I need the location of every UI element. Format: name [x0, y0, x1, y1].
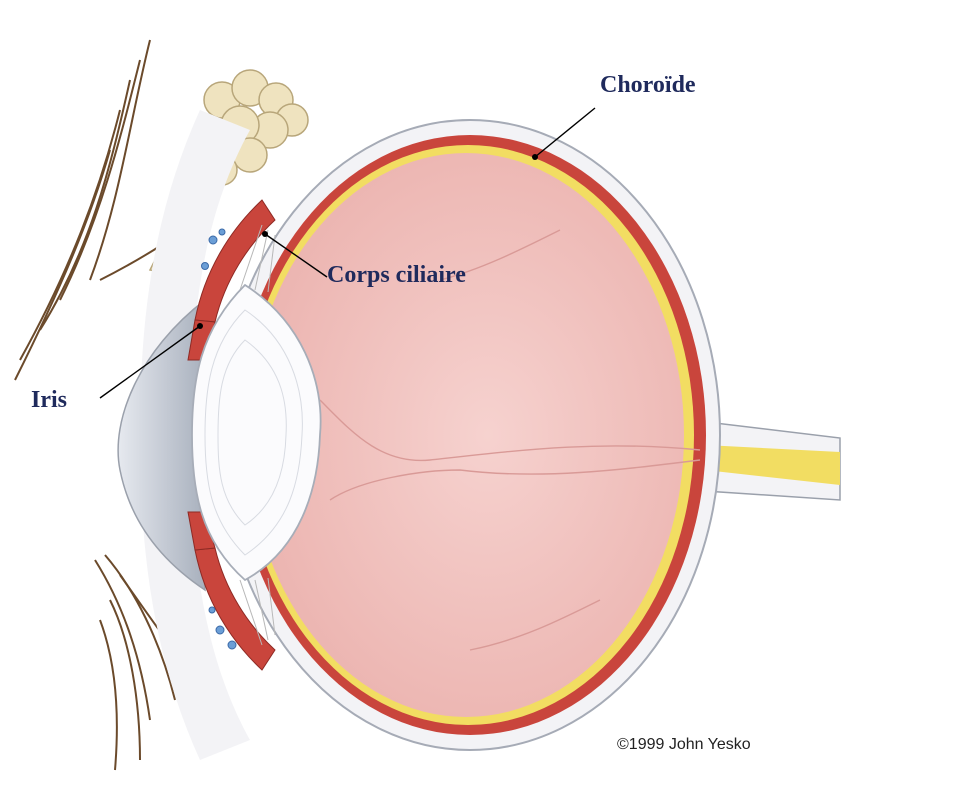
iris-dot — [197, 323, 203, 329]
optic-nerve — [689, 419, 841, 501]
choroide-dot — [532, 154, 538, 160]
schlemm-canals — [201, 228, 237, 650]
label-corps-ciliaire: Corps ciliaire — [327, 262, 466, 288]
iris-leader-line — [99, 325, 201, 399]
lens-contours — [204, 309, 303, 556]
leader-lines — [99, 107, 596, 399]
label-choroide: Choroïde — [600, 72, 696, 98]
label-iris: Iris — [31, 387, 67, 413]
choroide-leader-line — [534, 107, 596, 158]
lens — [191, 283, 322, 582]
leader-dots — [197, 154, 538, 329]
upper-eyelid — [14, 39, 201, 381]
copyright-notice: ©1999 John Yesko — [617, 736, 751, 753]
corps-ciliaire-leader-line — [264, 233, 328, 278]
vitreous-body — [248, 153, 684, 717]
anterior-sclera — [140, 110, 250, 760]
retinal-vessels — [319, 229, 701, 651]
zonule-fibers — [239, 224, 276, 646]
corps-ciliaire-dot — [262, 231, 268, 237]
